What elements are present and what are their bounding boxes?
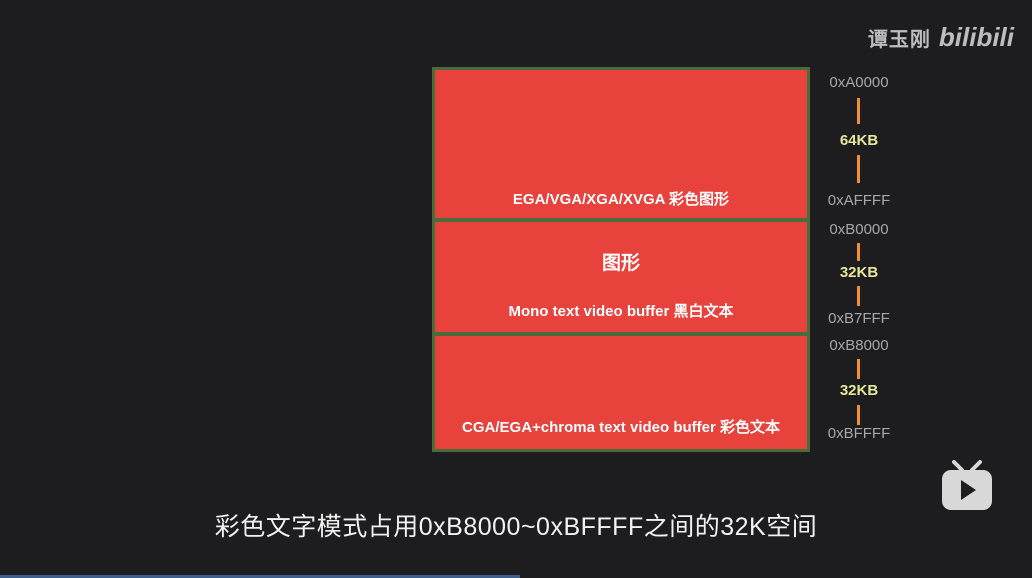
watermark: 谭玉刚 bilibili <box>868 22 1014 53</box>
memory-map: EGA/VGA/XGA/XVGA 彩色图形 图形 Mono text video… <box>432 67 810 452</box>
memory-block-color-text: CGA/EGA+chroma text video buffer 彩色文本 <box>435 336 807 449</box>
address-end: 0xAFFFF <box>827 192 891 209</box>
address-end: 0xB7FFF <box>828 310 890 327</box>
range-size: 32KB <box>839 382 879 399</box>
block-label: EGA/VGA/XGA/XVGA 彩色图形 <box>512 191 730 208</box>
range-tick <box>857 155 860 183</box>
address-start: 0xB0000 <box>829 221 889 238</box>
block-title: 图形 <box>601 253 640 274</box>
block-label: CGA/EGA+chroma text video buffer 彩色文本 <box>462 419 780 436</box>
range-tick <box>857 405 860 425</box>
address-start: 0xA0000 <box>829 74 889 91</box>
block-label: Mono text video buffer 黑白文本 <box>508 303 734 320</box>
range-tick <box>857 286 860 306</box>
address-end: 0xBFFFF <box>827 425 891 442</box>
address-start: 0xB8000 <box>829 337 889 354</box>
watermark-author: 谭玉刚 <box>867 29 931 51</box>
subtitle: 彩色文字模式占用0xB8000~0xBFFFF之间的32K空间 <box>214 513 818 541</box>
range-tick <box>857 243 860 261</box>
tv-icon[interactable] <box>940 460 994 512</box>
bilibili-logo: bilibili <box>938 22 1014 52</box>
range-tick <box>857 98 860 124</box>
range-tick <box>857 359 860 379</box>
range-size: 64KB <box>839 132 879 149</box>
progress-bar <box>0 575 520 578</box>
memory-block-graphics: EGA/VGA/XGA/XVGA 彩色图形 <box>435 70 807 218</box>
memory-block-mono-text: 图形 Mono text video buffer 黑白文本 <box>435 222 807 332</box>
range-size: 32KB <box>839 264 879 281</box>
